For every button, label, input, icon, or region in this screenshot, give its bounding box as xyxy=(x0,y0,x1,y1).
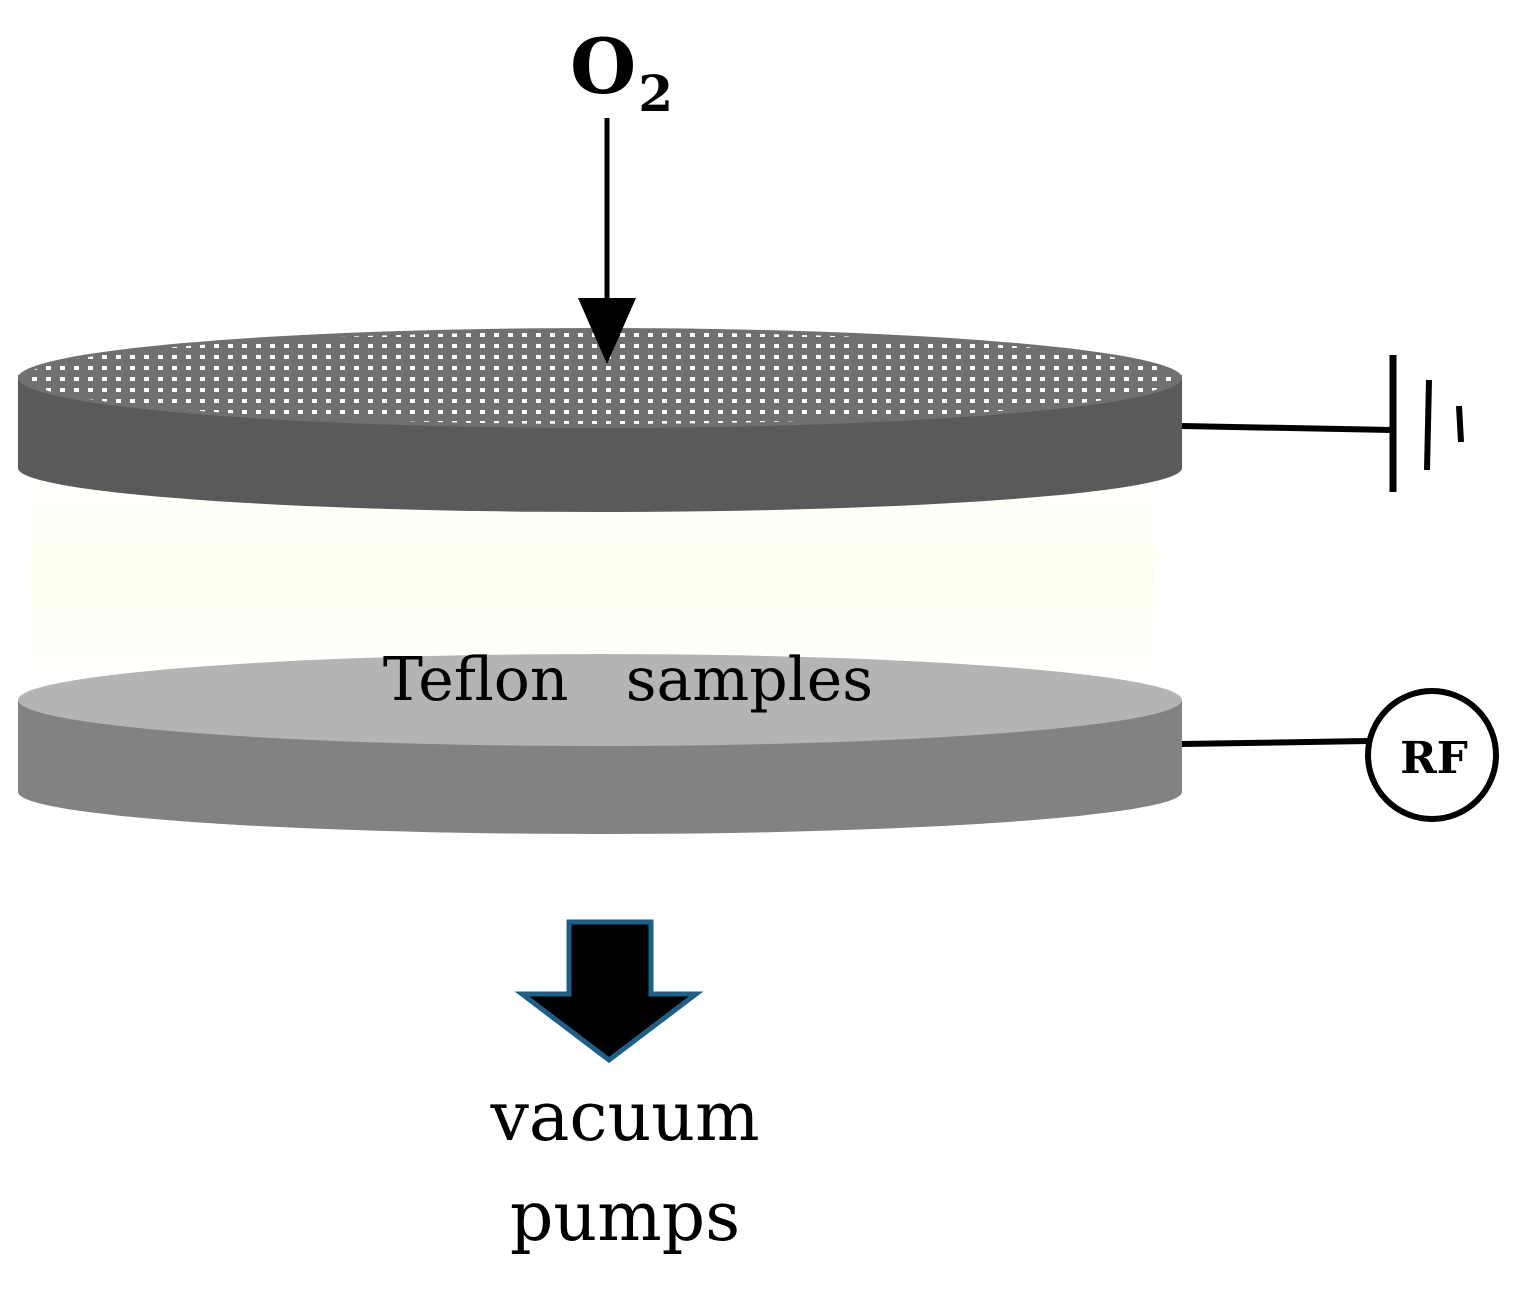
ground-connection xyxy=(1181,355,1464,492)
rf-connection: RF xyxy=(1181,688,1499,822)
rf-label: RF xyxy=(1400,733,1468,784)
gas-symbol: O xyxy=(570,22,636,111)
rf-source-icon xyxy=(1365,688,1499,822)
bottom-electrode-face xyxy=(18,654,1182,746)
gas-inlet-label: O2 xyxy=(570,22,673,123)
gas-inlet-arrow xyxy=(578,118,636,364)
gas-subscript: 2 xyxy=(638,64,673,123)
gas-inlet-arrowhead xyxy=(578,298,636,364)
ground-symbol-icon xyxy=(1389,355,1464,492)
top-electrode xyxy=(18,328,1182,512)
pump-outlet-arrow xyxy=(514,919,704,1064)
pump-label-line2: pumps xyxy=(510,1178,740,1257)
bottom-electrode xyxy=(18,654,1182,834)
pump-label-line1: vacuum xyxy=(489,1078,759,1157)
top-electrode-perforations xyxy=(25,332,1175,424)
sample-label: Teflon samples xyxy=(383,645,873,715)
